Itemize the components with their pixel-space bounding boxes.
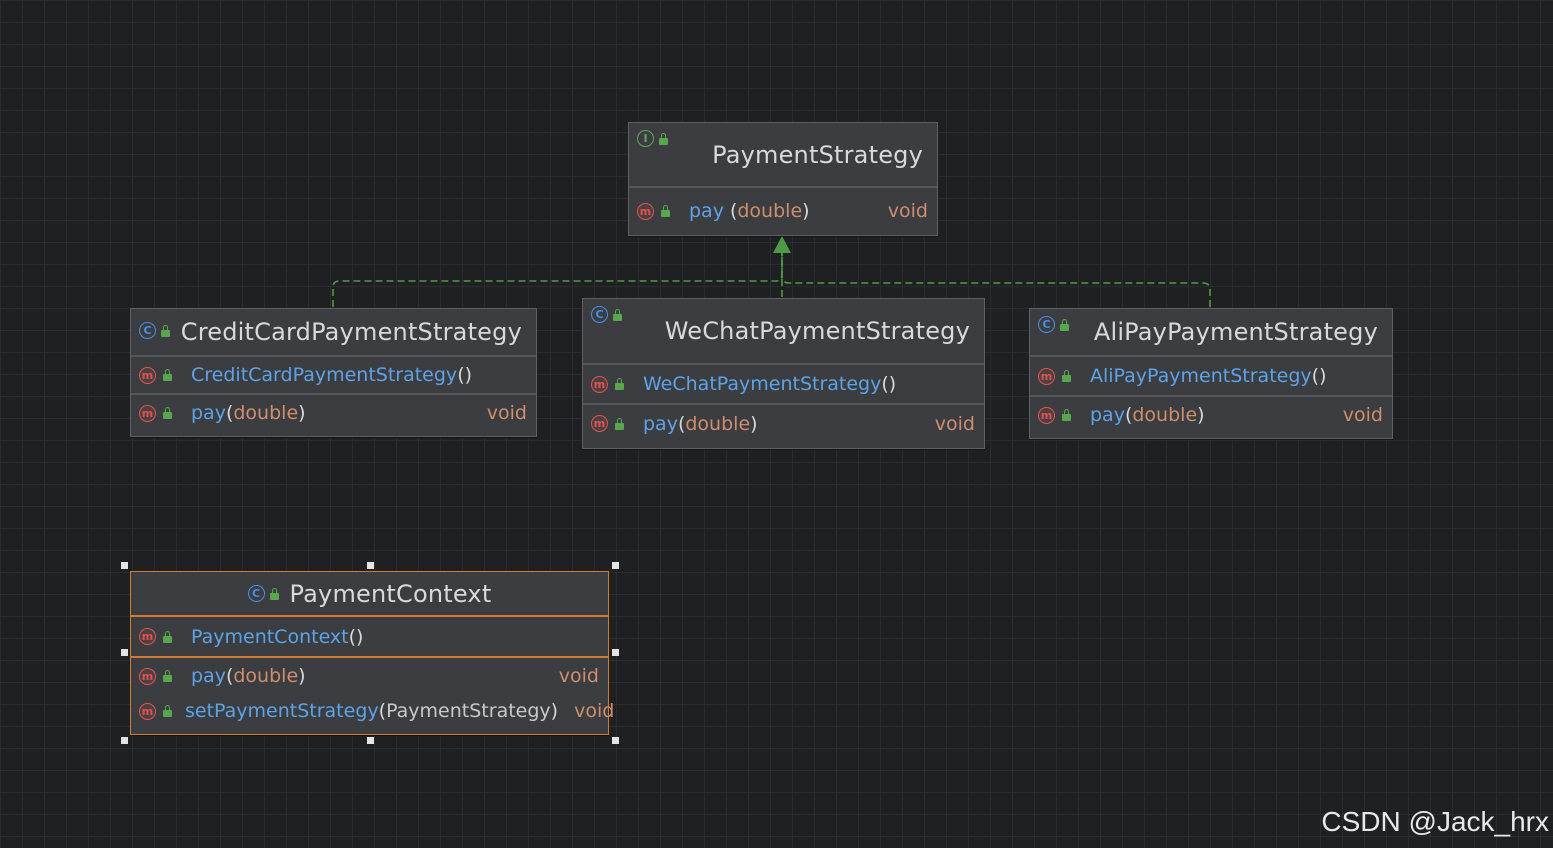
interface-icon: I [637, 130, 654, 147]
method-return-type: void [887, 200, 928, 222]
method-name: pay [191, 665, 226, 687]
method-row[interactable]: m setPaymentStrategy(PaymentStrategy) vo… [131, 694, 614, 728]
constructor-name: WeChatPaymentStrategy [643, 373, 882, 395]
node-header-icons: C [1038, 316, 1070, 333]
method-return-type: void [934, 412, 975, 435]
constructor-name: CreditCardPaymentStrategy [191, 364, 458, 386]
method-icon: m [1038, 367, 1055, 385]
node-title: AliPayPaymentStrategy [1093, 318, 1378, 346]
class-icon: C [1038, 316, 1055, 333]
method-icon: m [139, 366, 156, 384]
method-row[interactable]: m pay(double) void [583, 405, 984, 442]
resize-handle-bottom-left[interactable] [121, 737, 128, 744]
public-lock-icon [160, 324, 171, 337]
node-header: C CreditCardPaymentStrategy [131, 309, 536, 357]
public-lock-icon [162, 407, 173, 419]
method-return-type: void [574, 700, 615, 722]
constructor-row[interactable]: m PaymentContext() [131, 617, 608, 658]
method-icon: m [139, 628, 156, 645]
node-header: I PaymentStrategy [629, 123, 937, 188]
node-header-icons: C [139, 322, 171, 339]
public-lock-icon [658, 132, 669, 145]
method-row[interactable]: m pay(double) void [131, 658, 608, 694]
class-icon: C [247, 585, 265, 602]
method-icon: m [591, 375, 608, 393]
public-lock-icon [1059, 318, 1070, 331]
method-icon: m [637, 202, 654, 220]
class-node-wechat-payment-strategy[interactable]: C WeChatPaymentStrategy m WeChatPaymentS… [582, 298, 985, 449]
method-name: pay [689, 200, 724, 222]
method-name: setPaymentStrategy [185, 700, 379, 722]
method-row[interactable]: m pay(double) void [131, 395, 536, 431]
method-name: pay [1090, 404, 1125, 426]
node-header: C WeChatPaymentStrategy [583, 299, 984, 365]
method-return-type: void [486, 402, 527, 424]
class-node-creditcard-payment-strategy[interactable]: C CreditCardPaymentStrategy m CreditCard… [130, 308, 537, 437]
class-node-alipay-payment-strategy[interactable]: C AliPayPaymentStrategy m AliPayPaymentS… [1029, 308, 1393, 439]
resize-handle-top-center[interactable] [367, 562, 374, 569]
constructor-name: AliPayPaymentStrategy [1090, 365, 1312, 387]
public-lock-icon [612, 308, 623, 321]
resize-handle-middle-right[interactable] [612, 649, 619, 656]
node-header: C AliPayPaymentStrategy [1030, 309, 1392, 357]
method-row[interactable]: m pay(double) void [1030, 397, 1392, 433]
method-icon: m [139, 667, 156, 685]
resize-handle-middle-left[interactable] [121, 649, 128, 656]
constructor-row[interactable]: m WeChatPaymentStrategy() [583, 365, 984, 405]
resize-handle-bottom-center[interactable] [367, 737, 374, 744]
public-lock-icon [269, 587, 280, 600]
method-param: double [685, 412, 751, 435]
class-node-payment-context[interactable]: C PaymentContext m PaymentContext() m pa… [130, 571, 614, 735]
method-icon: m [139, 702, 156, 720]
method-param: PaymentStrategy [386, 700, 551, 722]
node-title: PaymentContext [289, 579, 492, 608]
public-lock-icon [614, 378, 625, 390]
public-lock-icon [1061, 409, 1072, 421]
public-lock-icon [614, 417, 625, 430]
realization-arrowhead [773, 236, 791, 253]
resize-handle-bottom-right[interactable] [612, 737, 619, 744]
node-header-icons: I [637, 130, 669, 147]
node-title: WeChatPaymentStrategy [664, 317, 970, 345]
public-lock-icon [660, 205, 671, 217]
method-row[interactable]: m pay(double) void [629, 188, 937, 234]
method-param: double [233, 665, 299, 687]
interface-node-payment-strategy[interactable]: I PaymentStrategy m pay(double) void [628, 122, 938, 236]
node-title: CreditCardPaymentStrategy [180, 318, 522, 346]
node-title: PaymentStrategy [712, 140, 923, 169]
method-param: double [1132, 404, 1198, 426]
public-lock-icon [162, 670, 173, 682]
public-lock-icon [162, 369, 173, 381]
node-header-icons: C [247, 585, 280, 602]
resize-handle-top-right[interactable] [612, 562, 619, 569]
method-icon: m [1038, 406, 1055, 424]
method-icon: m [591, 415, 608, 432]
constructor-name: PaymentContext [191, 625, 349, 648]
class-icon: C [591, 306, 608, 323]
resize-handle-top-left[interactable] [121, 562, 128, 569]
method-return-type: void [558, 665, 599, 687]
constructor-row[interactable]: m AliPayPaymentStrategy() [1030, 357, 1392, 397]
public-lock-icon [1061, 370, 1072, 382]
node-header-icons: C [591, 306, 623, 323]
method-name: pay [191, 402, 226, 424]
class-icon: C [139, 322, 156, 339]
watermark: CSDN @Jack_hrx [1321, 806, 1549, 837]
node-header: C PaymentContext [131, 572, 608, 617]
public-lock-icon [162, 705, 173, 717]
method-param: double [737, 200, 803, 222]
public-lock-icon [162, 630, 173, 643]
method-return-type: void [1342, 404, 1383, 426]
method-name: pay [643, 412, 678, 435]
method-icon: m [139, 404, 156, 422]
constructor-row[interactable]: m CreditCardPaymentStrategy() [131, 357, 536, 395]
method-param: double [233, 402, 299, 424]
